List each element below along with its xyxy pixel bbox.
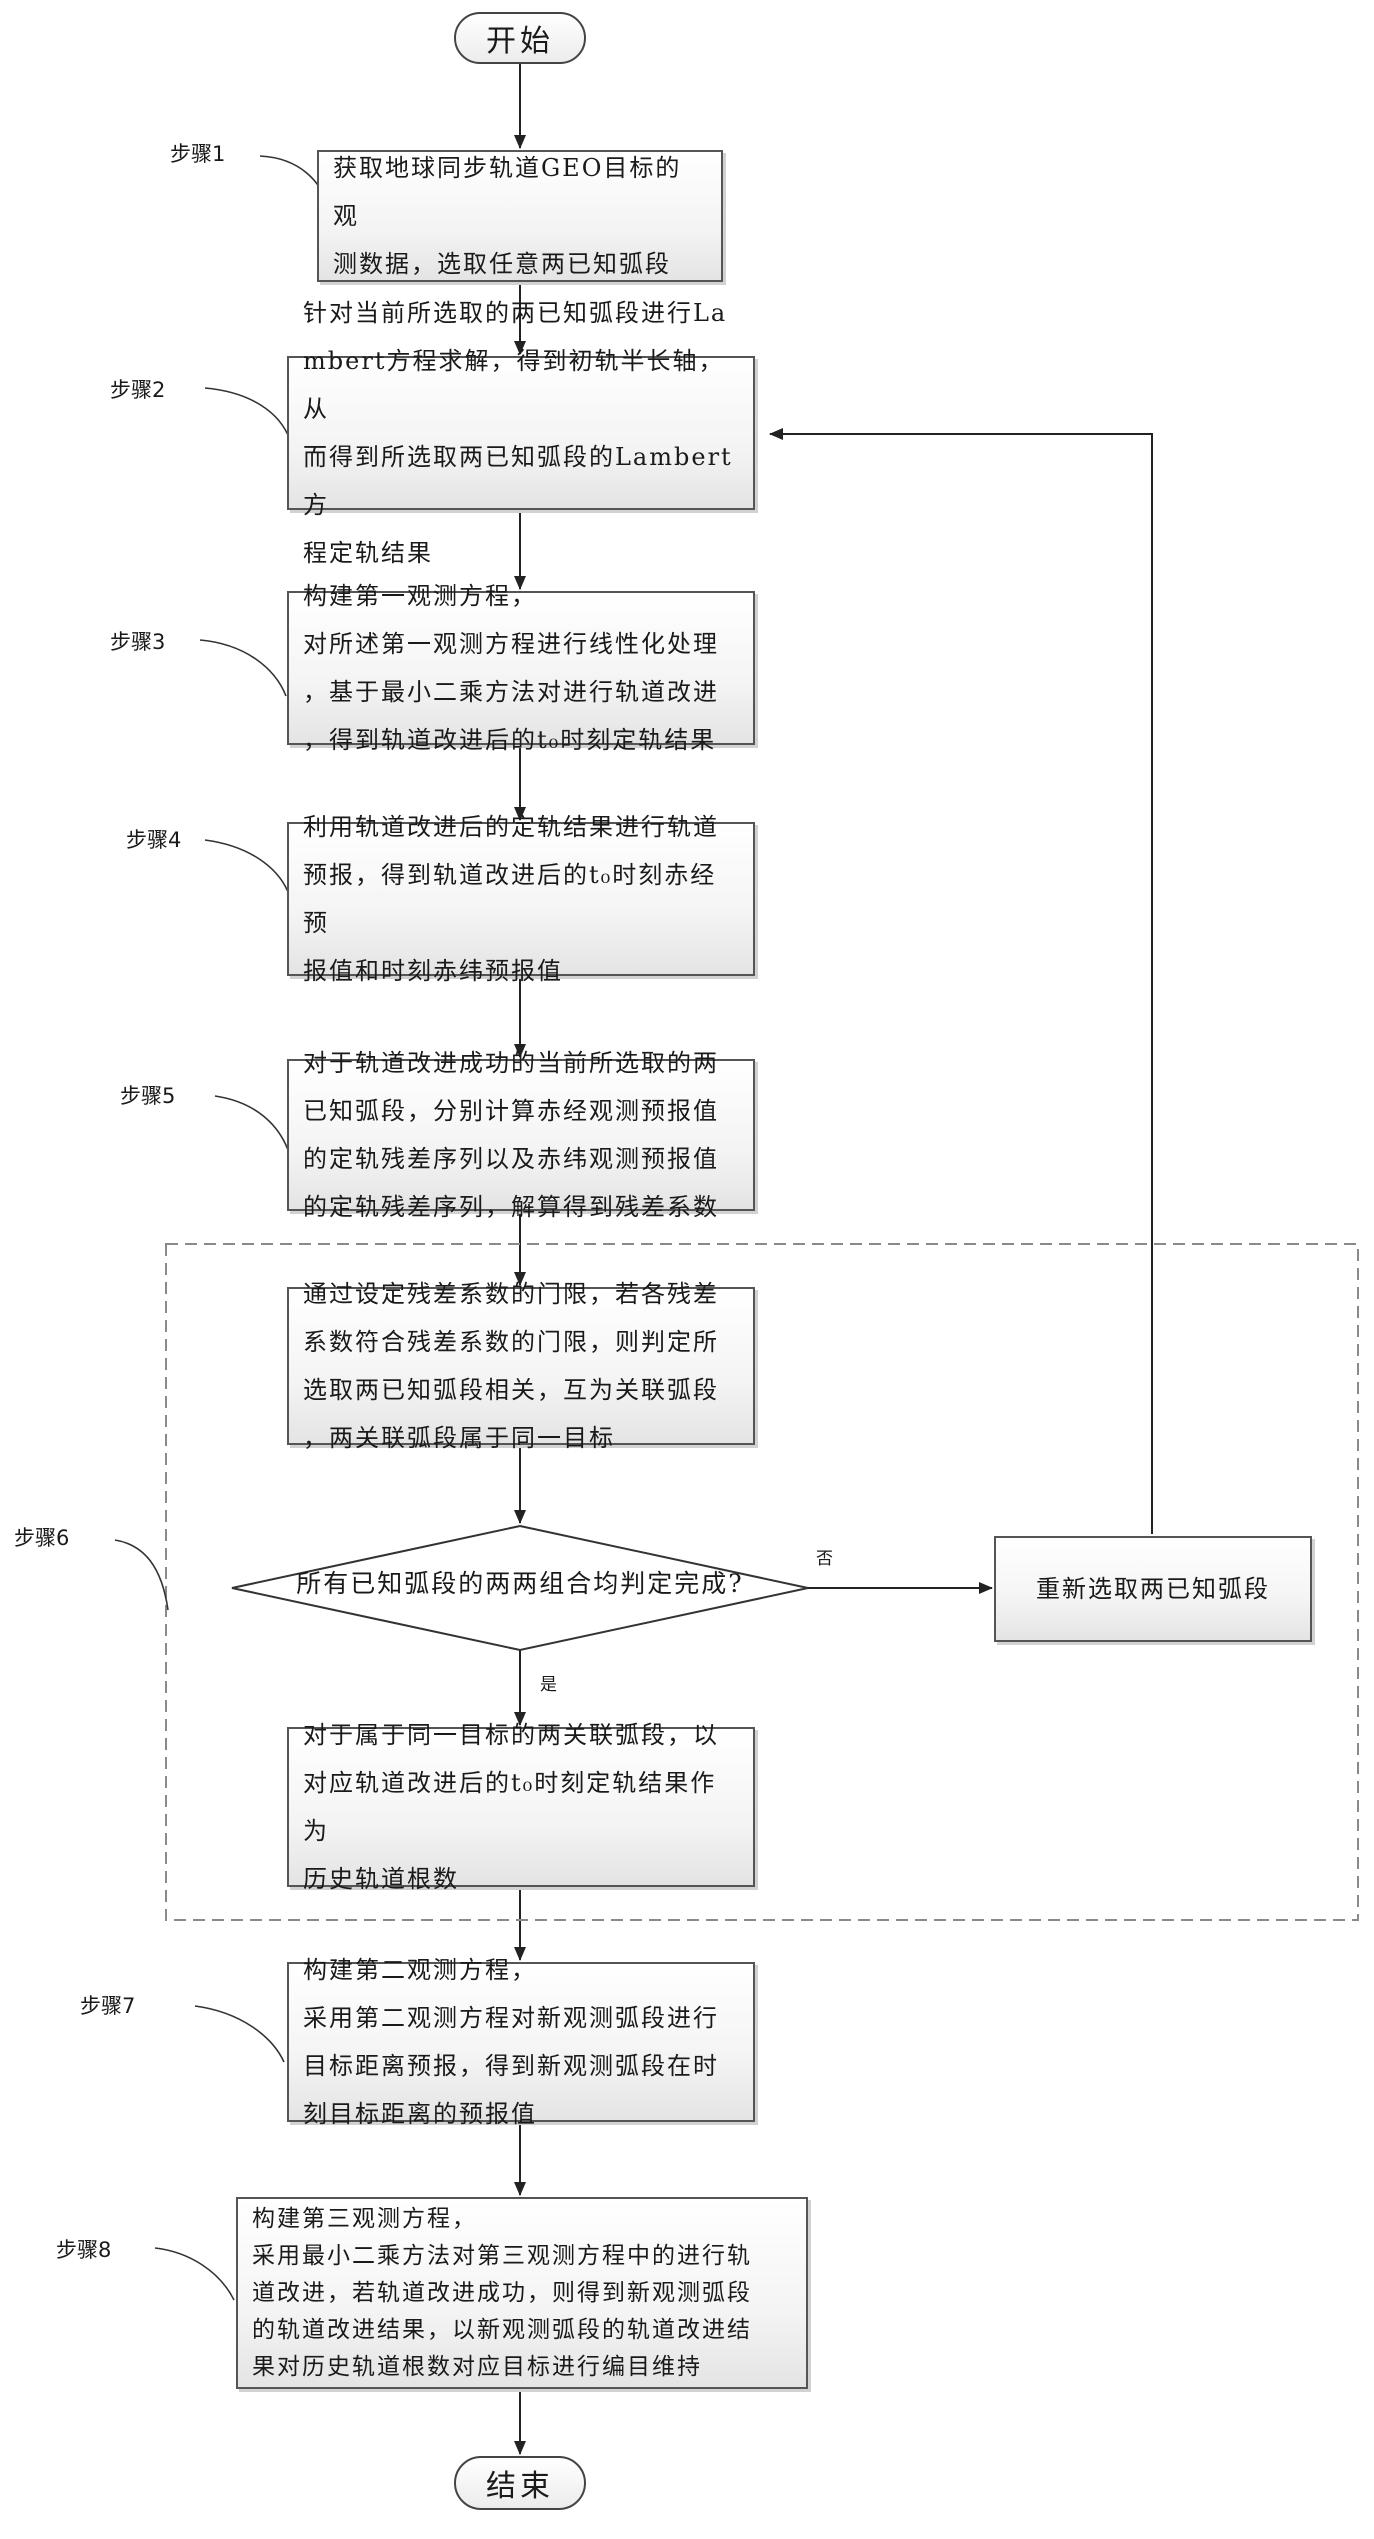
step1-box: 获取地球同步轨道GEO目标的观 测数据，选取任意两已知弧段 — [317, 150, 723, 282]
association-text: 对于属于同一目标的两关联弧段，以 对应轨道改进后的t₀时刻定轨结果作为 历史轨道… — [303, 1721, 719, 1893]
reselect-box: 重新选取两已知弧段 — [994, 1536, 1312, 1642]
step4-box: 利用轨道改进后的定轨结果进行轨道 预报，得到轨道改进后的t₀时刻赤经预 报值和时… — [287, 813, 755, 985]
step4-text: 利用轨道改进后的定轨结果进行轨道 预报，得到轨道改进后的t₀时刻赤经预 报值和时… — [303, 813, 719, 985]
step5-label: 步骤5 — [120, 1084, 176, 1108]
step5-box: 对于轨道改进成功的当前所选取的两 已知弧段，分别计算赤经观测预报值 的定轨残差序… — [287, 1049, 755, 1221]
step4-label: 步骤4 — [126, 828, 182, 852]
step5-text: 对于轨道改进成功的当前所选取的两 已知弧段，分别计算赤经观测预报值 的定轨残差序… — [303, 1049, 719, 1221]
step7-box: 构建第二观测方程， 采用第二观测方程对新观测弧段进行 目标距离预报，得到新观测弧… — [287, 1956, 755, 2128]
step2-label: 步骤2 — [110, 378, 166, 402]
step1-label: 步骤1 — [170, 142, 226, 166]
end-terminal: 结束 — [454, 2456, 586, 2510]
step6-callout — [114, 1539, 169, 1611]
decision-text: 所有已知弧段的两两组合均判定完成? — [296, 1569, 744, 1598]
step7-label: 步骤7 — [80, 1994, 136, 2018]
step6-text: 通过设定残差系数的门限，若各残差 系数符合残差系数的门限，则判定所 选取两已知弧… — [303, 1280, 719, 1452]
step8-callout — [154, 2247, 235, 2301]
step6-box: 通过设定残差系数的门限，若各残差 系数符合残差系数的门限，则判定所 选取两已知弧… — [287, 1280, 755, 1452]
step3-box: 构建第一观测方程， 对所述第一观测方程进行线性化处理 ，基于最小二乘方法对进行轨… — [287, 582, 755, 754]
step6-label: 步骤6 — [14, 1526, 70, 1550]
reselect-text: 重新选取两已知弧段 — [1036, 1575, 1270, 1603]
step2-text: 针对当前所选取的两已知弧段进行La mbert方程求解，得到初轨半长轴，从 而得… — [303, 299, 733, 567]
arrow-reselect-loop-to-step2 — [769, 428, 1153, 1534]
step4-callout — [204, 839, 289, 893]
step3-label: 步骤3 — [110, 630, 166, 654]
step6-group-frame — [165, 1243, 1359, 1921]
start-terminal: 开始 — [454, 12, 586, 64]
step8-label: 步骤8 — [56, 2238, 112, 2262]
step1-text: 获取地球同步轨道GEO目标的观 测数据，选取任意两已知弧段 — [333, 154, 682, 278]
decision-no-label: 否 — [816, 1549, 833, 1569]
decision-diamond — [231, 1524, 809, 1652]
step3-callout — [199, 639, 287, 697]
step8-text: 构建第三观测方程， 采用最小二乘方法对第三观测方程中的进行轨 道改进，若轨道改进… — [252, 2205, 752, 2380]
step2-box: 针对当前所选取的两已知弧段进行La mbert方程求解，得到初轨半长轴，从 而得… — [287, 299, 755, 567]
step5-callout — [214, 1095, 289, 1151]
step3-text: 构建第一观测方程， 对所述第一观测方程进行线性化处理 ，基于最小二乘方法对进行轨… — [303, 582, 719, 754]
association-box: 对于属于同一目标的两关联弧段，以 对应轨道改进后的t₀时刻定轨结果作为 历史轨道… — [287, 1721, 755, 1893]
decision-yes-label: 是 — [540, 1675, 557, 1695]
step2-callout — [204, 387, 291, 441]
step7-text: 构建第二观测方程， 采用第二观测方程对新观测弧段进行 目标距离预报，得到新观测弧… — [303, 1956, 719, 2128]
step8-box: 构建第三观测方程， 采用最小二乘方法对第三观测方程中的进行轨 道改进，若轨道改进… — [236, 2197, 808, 2389]
step7-callout — [194, 2005, 285, 2063]
